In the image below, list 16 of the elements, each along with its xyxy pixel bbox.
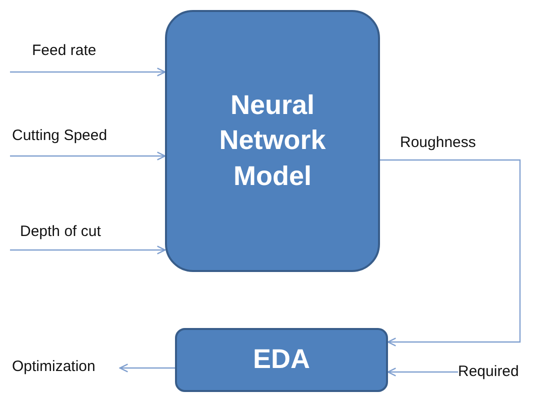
box-label: Neural Network Model	[218, 89, 327, 193]
arrow	[119, 364, 175, 372]
arrow	[387, 368, 458, 376]
box-label: EDA	[252, 343, 310, 376]
arrow	[380, 159, 521, 346]
arrow	[10, 152, 166, 160]
edge-label: Depth of cut	[20, 222, 101, 242]
process-box	[165, 10, 380, 272]
input-text: Required	[458, 362, 519, 382]
process-box	[175, 328, 388, 392]
edge-label: Roughness	[400, 133, 476, 153]
arrow	[10, 246, 166, 254]
edge-label: Feed rate	[32, 41, 96, 61]
edge-label: Cutting Speed	[12, 126, 108, 146]
output-text: Optimization	[12, 357, 96, 377]
arrow	[10, 68, 166, 76]
